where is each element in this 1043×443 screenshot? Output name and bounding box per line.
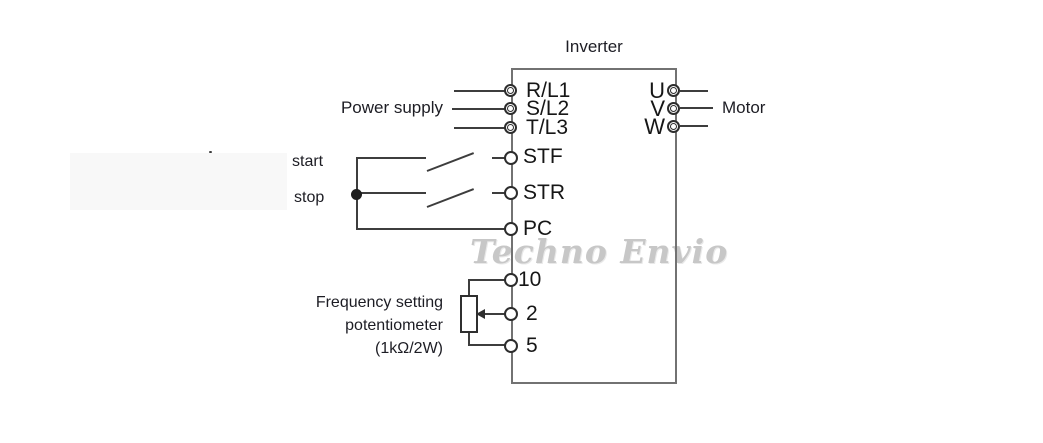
terminal-label-rl1: R/L1: [526, 79, 571, 102]
terminal-label-2: 2: [526, 302, 538, 325]
inverter-title: Inverter: [565, 37, 623, 56]
terminal-label-sl2: S/L2: [526, 97, 570, 120]
terminal-circle-stf: [504, 151, 518, 165]
frequency-potentiometer-label: Frequency setting potentiometer (1kΩ/2W): [280, 291, 443, 360]
wire-stf-lead: [356, 157, 426, 159]
frequency-label-line3: (1kΩ/2W): [375, 340, 443, 357]
wire-stf-contact: [492, 157, 506, 159]
terminal-label-tl3: T/L3: [526, 116, 569, 139]
wire-pc: [356, 228, 506, 230]
terminal-label-5: 5: [526, 334, 538, 357]
terminal-circle-2: [504, 307, 518, 321]
start-label: start: [292, 153, 324, 170]
terminal-circle-tl3: [504, 121, 517, 134]
terminal-label-10: 10: [518, 268, 542, 291]
terminal-label-u: U: [649, 78, 665, 103]
terminal-circle-str: [504, 186, 518, 200]
wire-pot-top-vertical: [468, 279, 470, 297]
terminal-circle-v: [667, 102, 680, 115]
motor-label: Motor: [722, 98, 766, 117]
wire-motor-w: [680, 125, 708, 127]
scan-artifact-region: [70, 153, 287, 210]
terminal-circle-u: [667, 84, 680, 97]
terminal-circle-rl1: [504, 84, 517, 97]
wiper-arrow-icon: [476, 309, 485, 319]
terminal-circle-5: [504, 339, 518, 353]
terminal-circle-10: [504, 273, 518, 287]
wire-pot-bottom-vertical: [468, 331, 470, 346]
wire-pot-top: [468, 279, 506, 281]
terminal-label-str: STR: [523, 181, 565, 204]
scan-artifact-dot: [209, 151, 212, 153]
terminal-label-v: V: [650, 96, 665, 121]
wire-motor-v: [680, 107, 713, 109]
wire-power-r: [454, 90, 506, 92]
stop-switch-blade: [426, 188, 475, 208]
wire-power-t: [454, 127, 506, 129]
wire-motor-u: [680, 90, 708, 92]
power-supply-label: Power supply: [340, 98, 443, 117]
wire-pot-wiper: [484, 313, 506, 315]
terminal-label-stf: STF: [523, 145, 563, 168]
terminal-circle-pc: [504, 222, 518, 236]
stop-label: stop: [294, 189, 325, 206]
wire-pot-bottom: [468, 344, 506, 346]
terminal-circle-sl2: [504, 102, 517, 115]
wire-str-contact: [492, 192, 506, 194]
frequency-label-line1: Frequency setting: [315, 294, 443, 311]
wire-str-lead: [356, 192, 426, 194]
wire-power-s: [452, 108, 506, 110]
terminal-label-w: W: [644, 114, 665, 139]
frequency-label-line2: potentiometer: [345, 317, 443, 334]
start-switch-blade: [426, 152, 475, 172]
terminal-circle-w: [667, 120, 680, 133]
junction-dot: [351, 189, 362, 200]
terminal-label-pc: PC: [523, 217, 553, 240]
